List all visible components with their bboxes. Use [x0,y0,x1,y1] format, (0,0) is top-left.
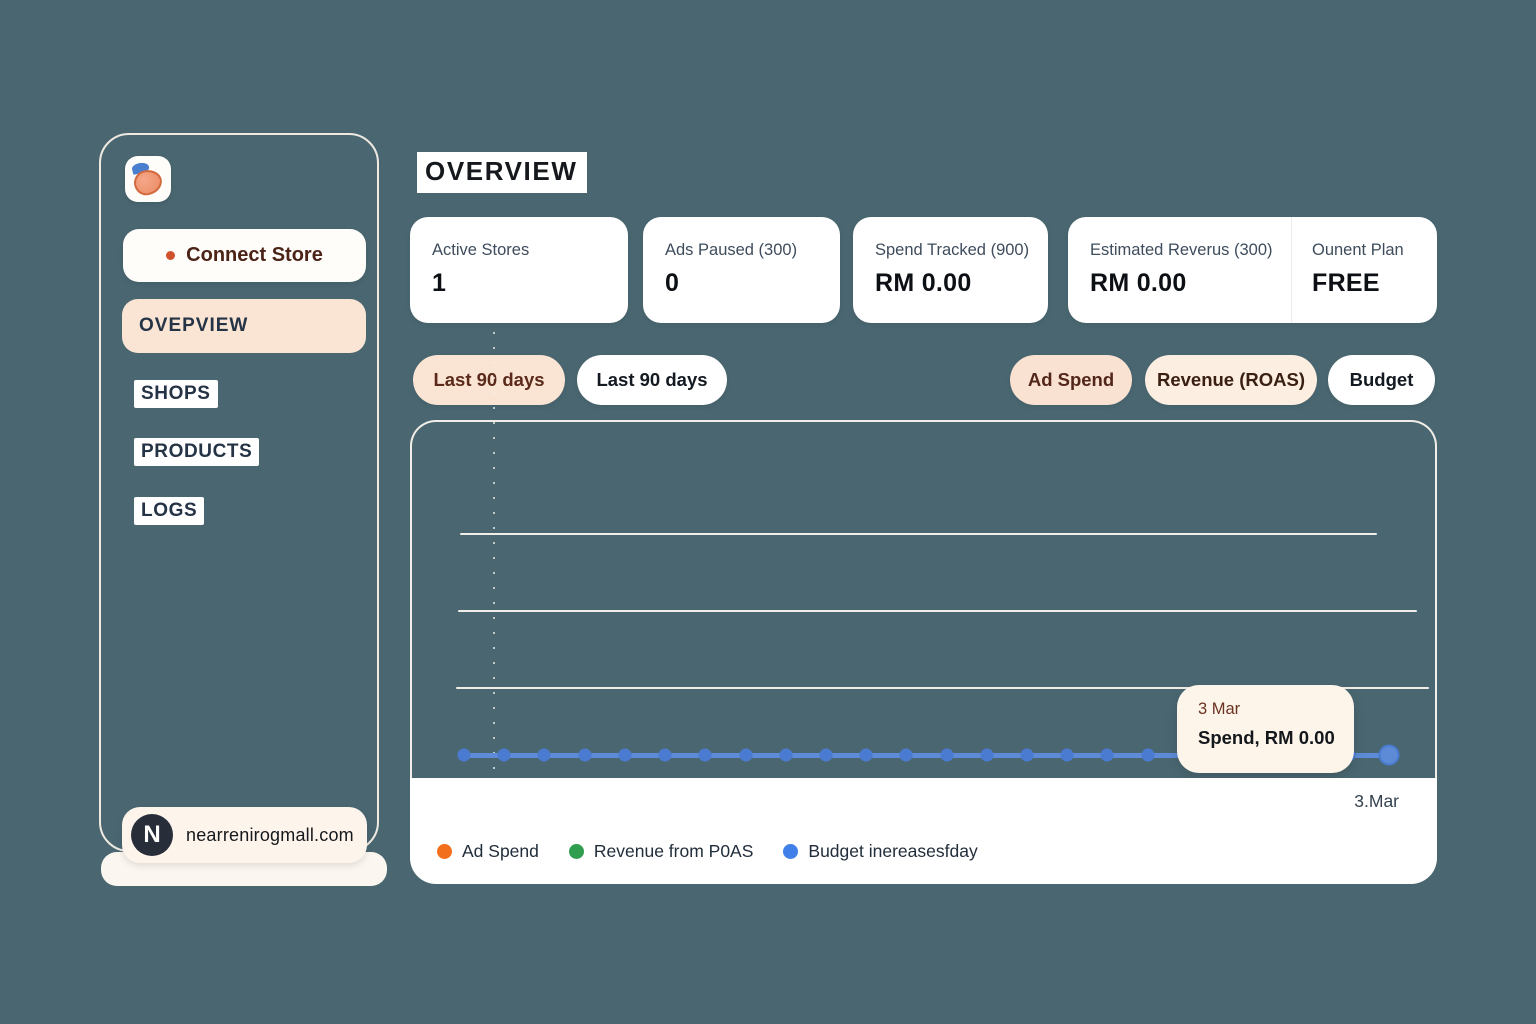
line-point-marker [940,748,954,762]
stat-label: Spend Tracked (900) [875,241,1030,259]
legend-item-ad-spend[interactable]: Ad Spend [437,841,539,862]
budget-line [460,752,1393,758]
stat-card-ads-paused: Ads Paused (300) 0 [643,217,840,323]
line-point-marker [658,748,672,762]
stat-card-spend-tracked: Spend Tracked (900) RM 0.00 [853,217,1048,323]
date-range-pill-active[interactable]: Last 90 days [413,355,565,405]
tooltip-value: Spend, RM 0.00 [1198,727,1335,748]
metric-pill-revenue-roas[interactable]: Revenue (ROAS) [1145,355,1317,405]
sidebar-item-logs[interactable]: LOGS [134,497,205,525]
legend-item-revenue[interactable]: Revenue from P0AS [568,841,754,862]
legend-label: Budget inereasesfday [808,841,978,861]
app-logo [125,156,171,202]
line-point-marker [537,748,551,762]
stat-label: Active Stores [432,241,530,259]
line-point-marker [980,748,994,762]
stat-value: RM 0.00 [875,269,972,297]
stat-current-plan: Ounent Plan FREE [1292,217,1437,323]
line-point-marker [698,748,712,762]
sidebar: Connect Store OVEPVIEW SHOPS PRODUCTS LO… [99,133,379,852]
date-range-pill[interactable]: Last 90 days [577,355,727,405]
line-point-marker [1100,748,1114,762]
connect-store-label: Connect Store [186,244,323,266]
sidebar-item-label: OVEPVIEW [139,315,249,336]
account-domain: nearrenirogmall.com [186,824,354,845]
line-point-marker [457,748,471,762]
legend-dot-icon [568,844,584,859]
line-point-marker [859,748,873,762]
line-point-marker [618,748,632,762]
chart-plot-area[interactable]: 3 Mar Spend, RM 0.00 [410,420,1437,778]
chart-tooltip: 3 Mar Spend, RM 0.00 [1177,685,1354,773]
stat-label: Ads Paused (300) [665,241,798,259]
legend-label: Ad Spend [462,841,539,861]
stat-label: Estimated Reverus (300) [1090,241,1273,259]
stat-estimated-revenue: Estimated Reverus (300) RM 0.00 [1068,217,1292,323]
line-point-marker [779,748,793,762]
legend-dot-icon [437,844,452,859]
line-point-marker [899,748,913,762]
x-axis-tick-label: 3.Mar [1354,791,1399,811]
metric-pill-ad-spend[interactable]: Ad Spend [1010,355,1132,405]
stat-value: FREE [1312,269,1380,297]
gridline [460,533,1377,535]
chart-legend: Ad Spend Revenue from P0AS Budget inerea… [437,841,978,862]
line-point-marker [1020,748,1034,762]
legend-dot-icon [783,844,799,859]
connect-store-button[interactable]: Connect Store [123,229,366,282]
stat-value: 0 [665,269,680,297]
tooltip-date: 3 Mar [1198,700,1241,718]
legend-item-budget[interactable]: Budget inereasesfday [783,841,978,862]
stat-label: Ounent Plan [1312,241,1404,259]
stat-value: 1 [432,269,447,297]
dotted-guide-line [493,332,495,778]
line-point-marker [578,748,592,762]
line-point-marker [819,748,833,762]
chart-footer: 3.Mar Ad Spend Revenue from P0AS Budget … [410,778,1437,884]
stat-value: RM 0.00 [1090,269,1187,297]
line-point-marker [739,748,753,762]
account-pill[interactable]: N nearrenirogmall.com [122,807,367,863]
line-point-marker [1141,748,1155,762]
sidebar-item-products[interactable]: PRODUCTS [134,438,260,466]
metric-pill-budget[interactable]: Budget [1328,355,1435,405]
page-title: OVERVIEW [417,152,588,193]
line-point-marker [497,748,511,762]
sidebar-item-shops[interactable]: SHOPS [134,380,218,408]
gridline [458,610,1417,612]
spend-chart-card: 3 Mar Spend, RM 0.00 3.Mar Ad Spend Reve… [410,420,1437,884]
stat-card-revenue-plan: Estimated Reverus (300) RM 0.00 Ounent P… [1068,217,1437,323]
sidebar-item-overview[interactable]: OVEPVIEW [122,299,366,353]
connect-store-dot-icon [166,251,176,260]
avatar: N [131,814,173,856]
stat-card-active-stores: Active Stores 1 [410,217,628,323]
line-endpoint-marker [1378,744,1400,766]
gridline [456,687,1429,689]
line-point-marker [1060,748,1074,762]
legend-label: Revenue from P0AS [593,841,754,861]
